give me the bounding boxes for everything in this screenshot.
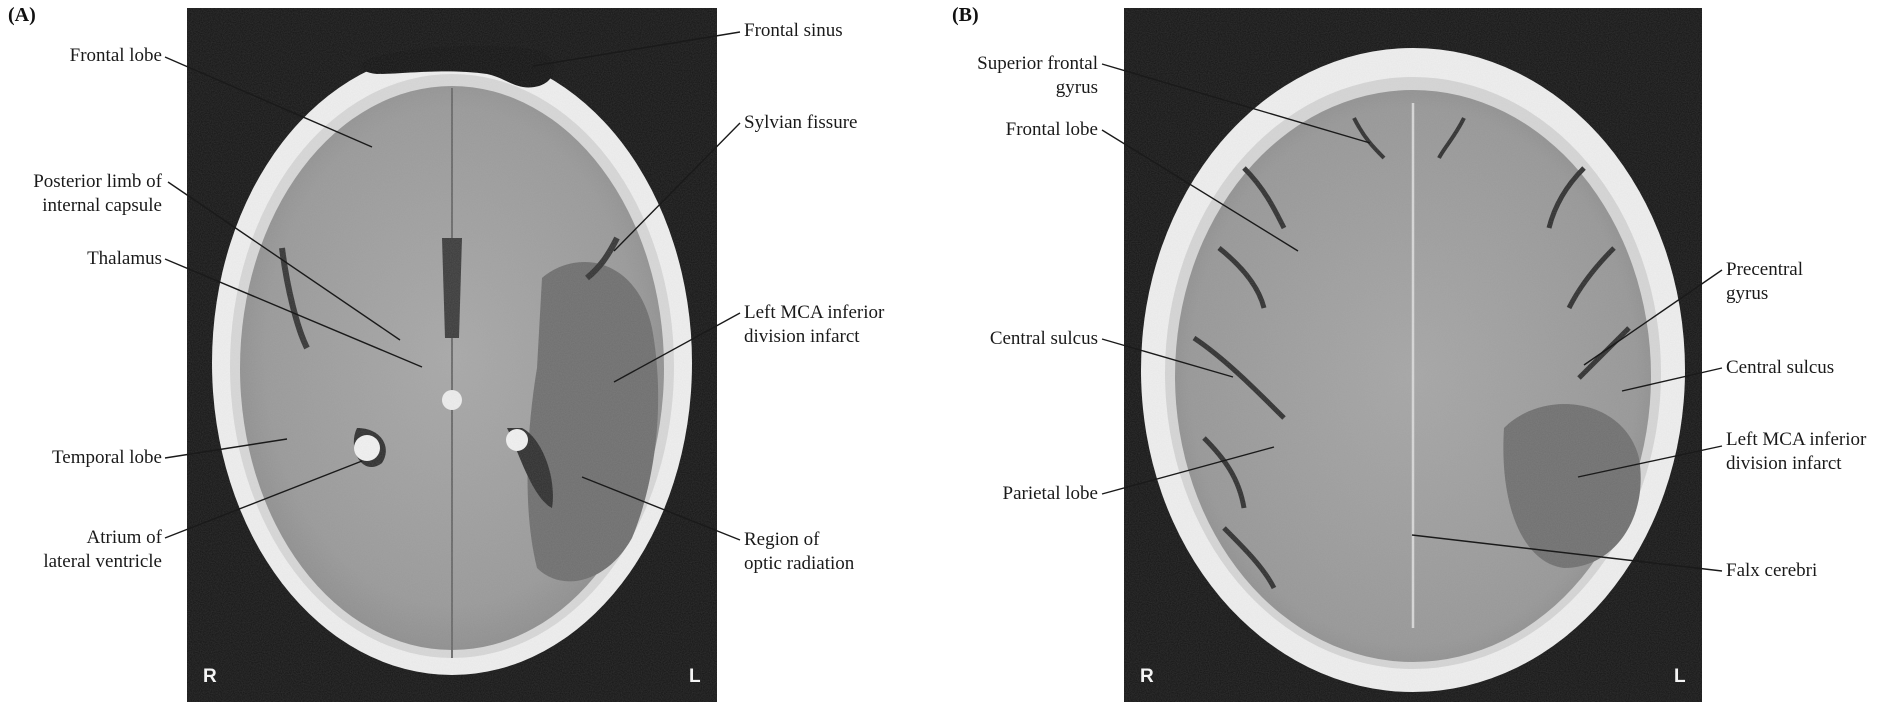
panel-b-ct-image: [1124, 8, 1702, 702]
label-frontal-lobe-b: Frontal lobe: [1005, 119, 1098, 140]
side-marker-right: R: [1140, 666, 1154, 687]
panel-b-label: (B): [952, 4, 979, 26]
label-sylvian-fissure: Sylvian fissure: [744, 112, 858, 133]
label-temporal-lobe: Temporal lobe: [52, 447, 162, 468]
label-posterior-limb: Posterior limb of internal capsule: [33, 171, 162, 216]
label-atrium: Atrium of lateral ventricle: [43, 527, 162, 572]
label-left-mca-infarct-b: Left MCA inferior division infarct: [1726, 429, 1867, 474]
label-falx-cerebri: Falx cerebri: [1726, 560, 1818, 581]
side-marker-left: L: [1674, 666, 1686, 687]
label-frontal-lobe-a: Frontal lobe: [69, 45, 162, 66]
panel-b-ct-scan: R L: [1124, 8, 1702, 702]
side-marker-left: L: [689, 666, 701, 687]
side-marker-right: R: [203, 666, 217, 687]
label-precentral-gyrus: Precentral gyrus: [1726, 259, 1804, 304]
label-central-sulcus-left: Central sulcus: [1726, 357, 1835, 378]
label-thalamus: Thalamus: [87, 248, 162, 269]
label-central-sulcus-right: Central sulcus: [989, 328, 1098, 349]
label-frontal-sinus: Frontal sinus: [744, 20, 843, 41]
label-superior-frontal-gyrus: Superior frontal gyrus: [977, 53, 1098, 98]
label-parietal-lobe: Parietal lobe: [1002, 483, 1099, 504]
label-left-mca-infarct-a: Left MCA inferior division infarct: [744, 302, 885, 347]
panel-a-ct-scan: R L: [187, 8, 717, 702]
panel-a-ct-image: [187, 8, 717, 702]
panel-a-label: (A): [8, 4, 36, 26]
label-optic-radiation: Region of optic radiation: [744, 529, 855, 574]
